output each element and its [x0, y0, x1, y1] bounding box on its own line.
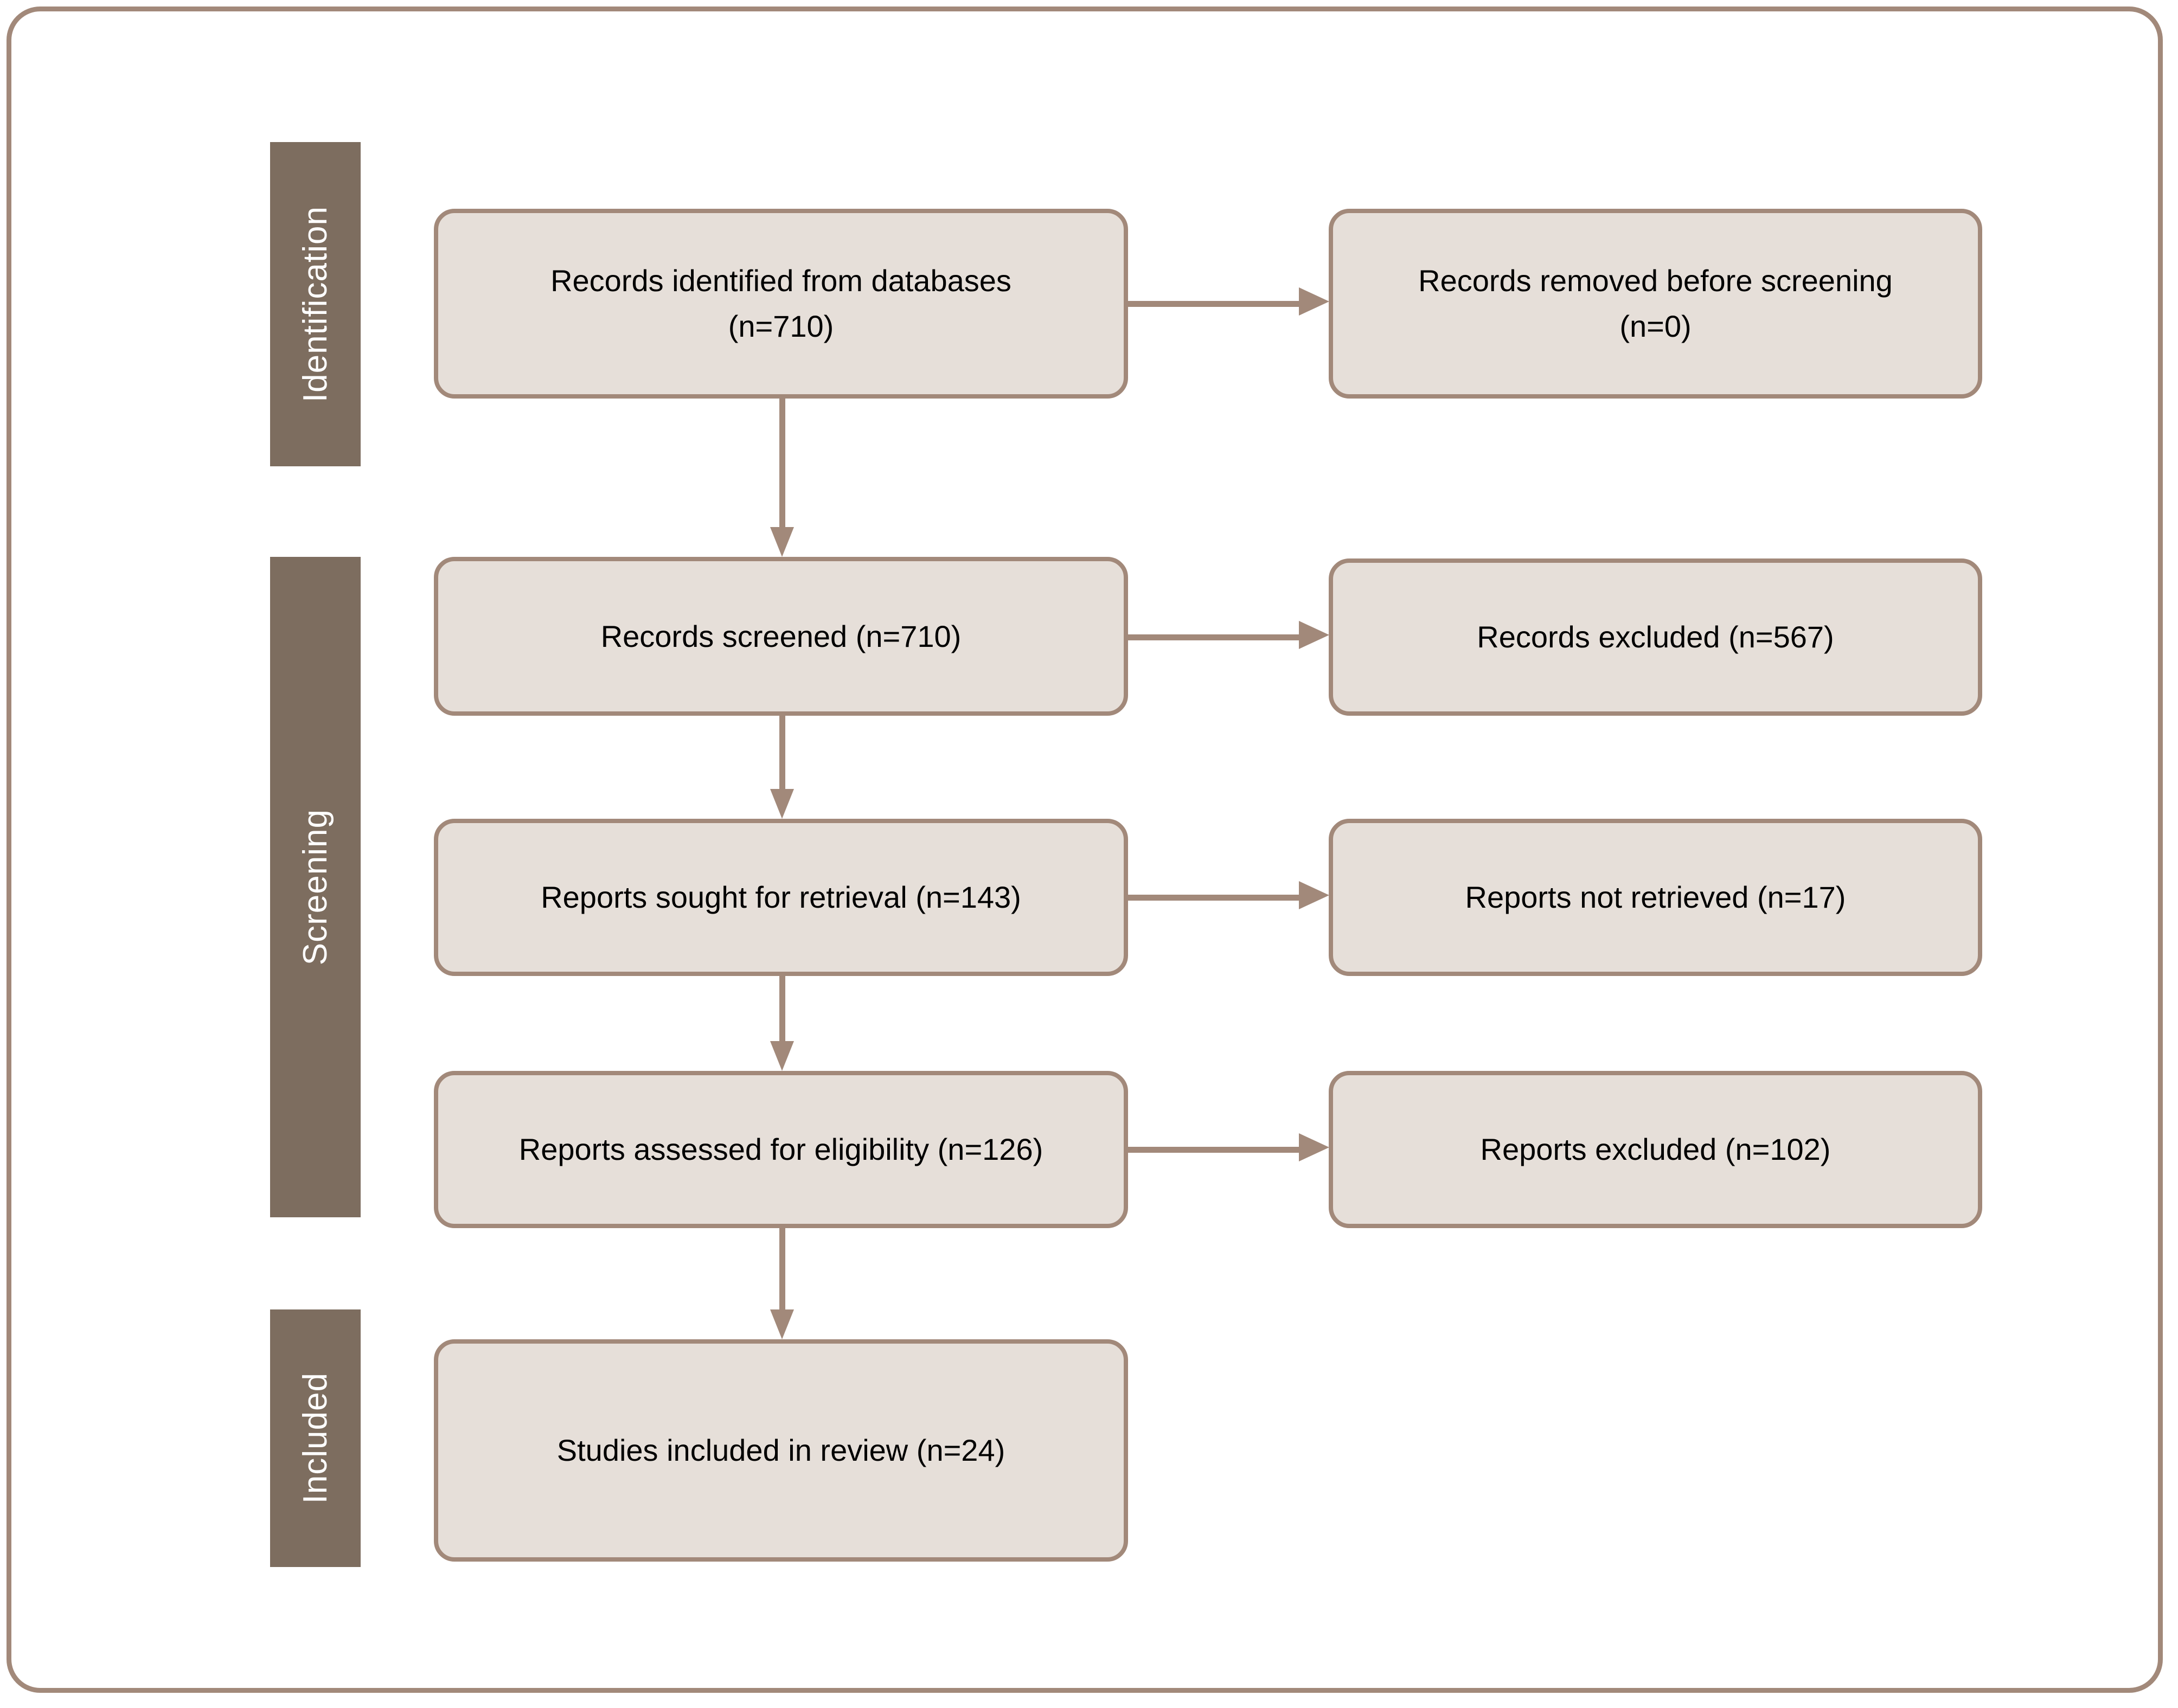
- connector-arrowhead-identified-to-removed: [1299, 287, 1329, 316]
- connector-arrowhead-sought-to-assessed: [770, 1041, 794, 1071]
- flow-box-reports-not-retrieved-text: Reports not retrieved (n=17): [1465, 880, 1846, 914]
- flow-box-reports-sought-for-retrieval: Reports sought for retrieval (n=143): [434, 819, 1128, 976]
- flow-box-records-screened: Records screened (n=710): [434, 557, 1128, 716]
- connector-line-sought-to-not-retrieved: [1128, 895, 1299, 901]
- stage-label-included: Included: [296, 1372, 334, 1504]
- flow-box-reports-sought-for-retrieval-text: Reports sought for retrieval (n=143): [541, 880, 1021, 914]
- flow-box-reports-assessed-for-eligibility: Reports assessed for eligibility (n=126): [434, 1071, 1128, 1228]
- connector-line-assessed-to-included: [779, 1228, 785, 1309]
- connector-line-identified-to-removed: [1128, 301, 1299, 307]
- connector-line-identified-to-screened: [779, 399, 785, 527]
- connector-line-assessed-to-excluded-reports: [1128, 1147, 1299, 1153]
- stage-bar-included: Included: [270, 1309, 361, 1567]
- connector-arrowhead-assessed-to-included: [770, 1309, 794, 1339]
- stage-label-screening: Screening: [296, 808, 334, 966]
- connector-arrowhead-assessed-to-excluded-reports: [1299, 1133, 1329, 1161]
- flow-box-records-identified: Records identified from databases (n=710…: [434, 209, 1128, 399]
- flow-box-records-removed-before-screening-text: Records removed before screening (n=0): [1418, 264, 1893, 343]
- flow-box-studies-included-in-review-text: Studies included in review (n=24): [556, 1433, 1005, 1467]
- stage-label-identification: Identification: [296, 206, 334, 403]
- flow-box-studies-included-in-review: Studies included in review (n=24): [434, 1339, 1128, 1562]
- flow-box-reports-assessed-for-eligibility-text: Reports assessed for eligibility (n=126): [518, 1132, 1043, 1166]
- stage-bar-identification: Identification: [270, 142, 361, 466]
- stage-bar-screening: Screening: [270, 557, 361, 1217]
- flow-box-records-excluded-text: Records excluded (n=567): [1477, 620, 1834, 654]
- connector-arrowhead-sought-to-not-retrieved: [1299, 881, 1329, 909]
- flow-box-records-removed-before-screening: Records removed before screening (n=0): [1329, 209, 1982, 399]
- connector-line-sought-to-assessed: [779, 976, 785, 1041]
- connector-arrowhead-screened-to-excluded-records: [1299, 621, 1329, 649]
- flow-box-records-identified-text: Records identified from databases (n=710…: [550, 264, 1011, 343]
- flow-box-records-excluded: Records excluded (n=567): [1329, 558, 1982, 716]
- flow-box-reports-not-retrieved: Reports not retrieved (n=17): [1329, 819, 1982, 976]
- connector-arrowhead-identified-to-screened: [770, 527, 794, 557]
- connector-line-screened-to-excluded-records: [1128, 634, 1299, 640]
- flow-box-records-screened-text: Records screened (n=710): [600, 619, 962, 653]
- flow-box-reports-excluded: Reports excluded (n=102): [1329, 1071, 1982, 1228]
- connector-line-screened-to-sought: [779, 716, 785, 789]
- connector-arrowhead-screened-to-sought: [770, 789, 794, 819]
- flow-box-reports-excluded-text: Reports excluded (n=102): [1480, 1132, 1831, 1166]
